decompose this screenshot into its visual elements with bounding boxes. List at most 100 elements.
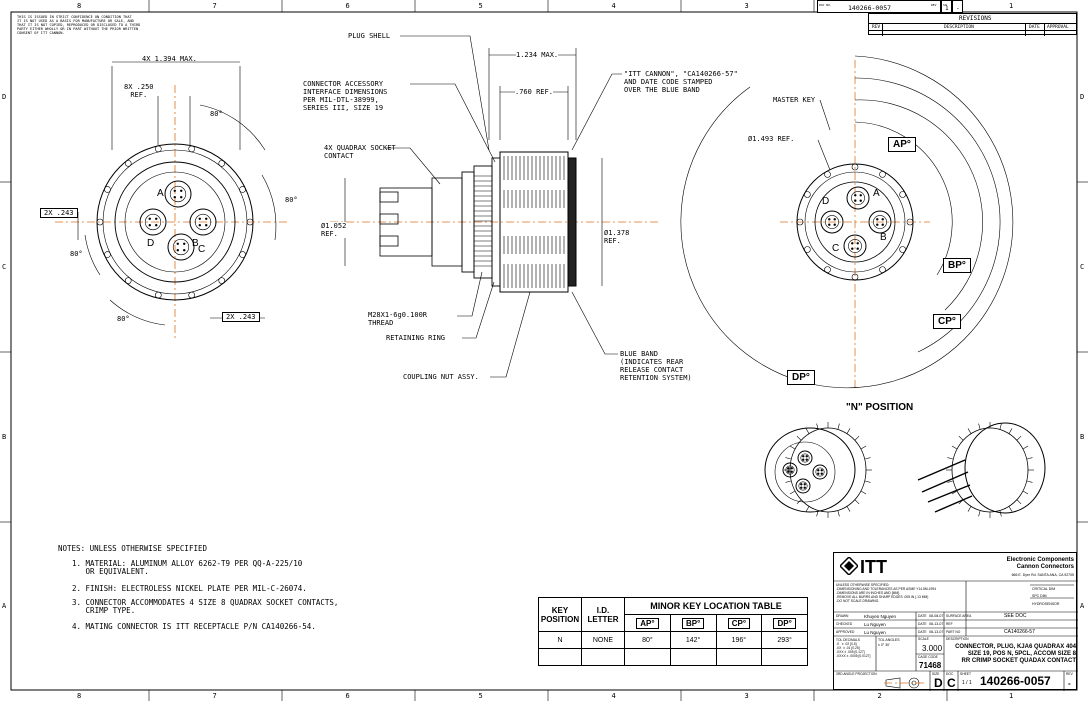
desc-label: DESCRIPTION xyxy=(946,637,969,641)
zone-label-side: A xyxy=(1080,602,1085,610)
critical-dim-label: CRITICAL DIM xyxy=(1032,587,1056,591)
title-block-row-cell: DATE xyxy=(918,630,927,634)
rev-cell: - xyxy=(952,0,963,13)
table-row xyxy=(538,648,808,666)
revisions-title: REVISIONS xyxy=(959,15,992,22)
title-block-row-cell: DATE xyxy=(918,614,927,618)
polar-contact-label: A xyxy=(873,188,880,199)
front-contact-label: B xyxy=(192,238,199,249)
iso-views xyxy=(764,422,1046,518)
col-bp: BP° xyxy=(669,614,717,632)
cell-cp xyxy=(715,648,763,666)
master-key-label: MASTER KEY xyxy=(773,96,816,104)
coupling-nut-label: COUPLING NUT ASSY. xyxy=(403,373,479,381)
title-block-row-cell: REF xyxy=(946,622,953,626)
doc-no-label: DOC NO. xyxy=(819,3,832,7)
title-block-row-cell: 08-13-07 xyxy=(929,630,944,634)
title-block-row-cell: SEE DOC xyxy=(1004,613,1027,619)
side-view xyxy=(330,35,660,378)
col-ap: AP° xyxy=(624,614,671,632)
note-3: 3. CONNECTOR ACCOMMODATES 4 SIZE 8 QUADR… xyxy=(72,598,339,615)
doc-value: C xyxy=(947,676,956,690)
title-block-row-cell: DRAWN xyxy=(836,614,849,618)
sheet-border xyxy=(10,11,1078,691)
title-block-lines xyxy=(834,580,1078,691)
size-label: SIZE xyxy=(932,672,940,676)
doc-label: DOC xyxy=(946,672,954,676)
plug-shell-label: PLUG SHELL xyxy=(348,32,391,40)
description: CONNECTOR, PLUG, KJA6 QUADRAX 404 SIZE 1… xyxy=(955,644,1076,664)
title-block-row-cell: APPROVED xyxy=(836,630,855,634)
zone-label-top: 7 xyxy=(212,2,217,10)
tolerance-note: UNLESS OTHERWISE SPECIFIED: -DIMENSIONIN… xyxy=(836,583,937,603)
dim-760: .760 REF. xyxy=(515,88,553,96)
rev-label: REV xyxy=(931,3,937,7)
title-block-row-cell: PART NO xyxy=(946,630,961,634)
zone-label-side: D xyxy=(2,93,7,101)
zone-label-top: 6 xyxy=(345,2,350,10)
zone-label-top: 3 xyxy=(744,692,749,700)
polar-contact-label: C xyxy=(832,243,840,254)
zone-label-top: 7 xyxy=(212,692,217,700)
table-title: MINOR KEY LOCATION TABLE xyxy=(624,597,808,615)
cell-dp: 293° xyxy=(761,631,808,649)
cell-bp: 142° xyxy=(669,631,717,649)
dim-width: 4X 1.394 MAX. xyxy=(142,55,197,63)
sh-label: SH xyxy=(943,3,947,7)
company-address: 666 E. Dyer Rd. SANTA ANA, CA 92705 xyxy=(1011,573,1074,577)
projection-symbol-icon xyxy=(884,677,924,689)
note-1: 1. MATERIAL: ALUMINUM ALLOY 6262-T9 PER … xyxy=(72,559,303,576)
scale-value: 3.000 xyxy=(922,644,943,653)
dim-243-left: 2X .243 xyxy=(40,208,78,218)
approval-col: APPROVAL xyxy=(1047,25,1069,30)
cell-bp xyxy=(669,648,717,666)
angle-right: 80° xyxy=(285,196,298,204)
cage-label: CAGE CODE xyxy=(918,655,938,659)
doc-no: 140266-0057 xyxy=(848,4,892,12)
hydro-label: HYDROSENSOR xyxy=(1032,602,1060,606)
zone-label-side: B xyxy=(2,433,7,441)
bp-box: BP° xyxy=(943,258,971,273)
top-doc-block: DOC NO. 140266-0057 REV xyxy=(817,0,941,13)
cell-id: NONE xyxy=(581,631,625,649)
dia-1378: Ø1.378 REF. xyxy=(604,229,630,245)
sh-value: 1 xyxy=(945,5,949,12)
cell-ap xyxy=(624,648,671,666)
date-col: DATE xyxy=(1029,25,1040,30)
angle-top: 80° xyxy=(210,110,223,118)
front-view xyxy=(55,61,290,340)
zone-label-top: 1 xyxy=(1009,2,1014,10)
company-name: Electronic Components Cannon Connectors xyxy=(1006,557,1074,570)
col-id-letter: I.D. LETTER xyxy=(581,597,625,632)
size-value: D xyxy=(934,676,943,690)
dim-250: 8X .250 REF. xyxy=(124,83,154,99)
proprietary-notice: THIS IS ISSUED IN STRICT CONFIDENCE ON C… xyxy=(17,15,141,35)
col-cp: CP° xyxy=(715,614,763,632)
ap-box: AP° xyxy=(888,137,916,152)
title-block-row-cell: Lu Nguyen xyxy=(864,630,886,635)
polar-view xyxy=(680,55,1014,390)
zone-label-top: 2 xyxy=(877,692,882,700)
note-4: 4. MATING CONNECTOR IS ITT RECEPTACLE P/… xyxy=(72,622,316,631)
title-block-row-cell: 08-13-07 xyxy=(929,622,944,626)
notes-header: NOTES: UNLESS OTHERWISE SPECIFIED xyxy=(58,544,208,553)
rev-value: - xyxy=(956,5,960,12)
angle-left: 80° xyxy=(70,250,83,258)
col-dp: DP° xyxy=(761,614,808,632)
tol-decimals: TOL DECIMALS .X ± .02 [0.5] .XX ± .01 [0… xyxy=(836,638,871,658)
tol-angles: TOL ANGLES ± 0° 30' xyxy=(878,638,900,647)
note-2: 2. FINISH: ELECTROLESS NICKEL PLATE PER … xyxy=(72,584,307,593)
itt-logo-text: ITT xyxy=(860,557,887,577)
angle-bottom: 80° xyxy=(117,315,130,323)
cell-dp xyxy=(761,648,808,666)
sheet-value: 1 / 1 xyxy=(962,680,972,686)
col-dp-label: DP° xyxy=(773,617,796,629)
cell-key: N xyxy=(538,631,582,649)
cell-id xyxy=(581,648,625,666)
title-block: ITT Electronic Components Cannon Connect… xyxy=(833,552,1078,691)
zone-label-top: 8 xyxy=(77,692,82,700)
stamp-note: "ITT CANNON", "CA140266-57" AND DATE COD… xyxy=(624,70,738,94)
itt-logo-icon xyxy=(840,557,858,575)
